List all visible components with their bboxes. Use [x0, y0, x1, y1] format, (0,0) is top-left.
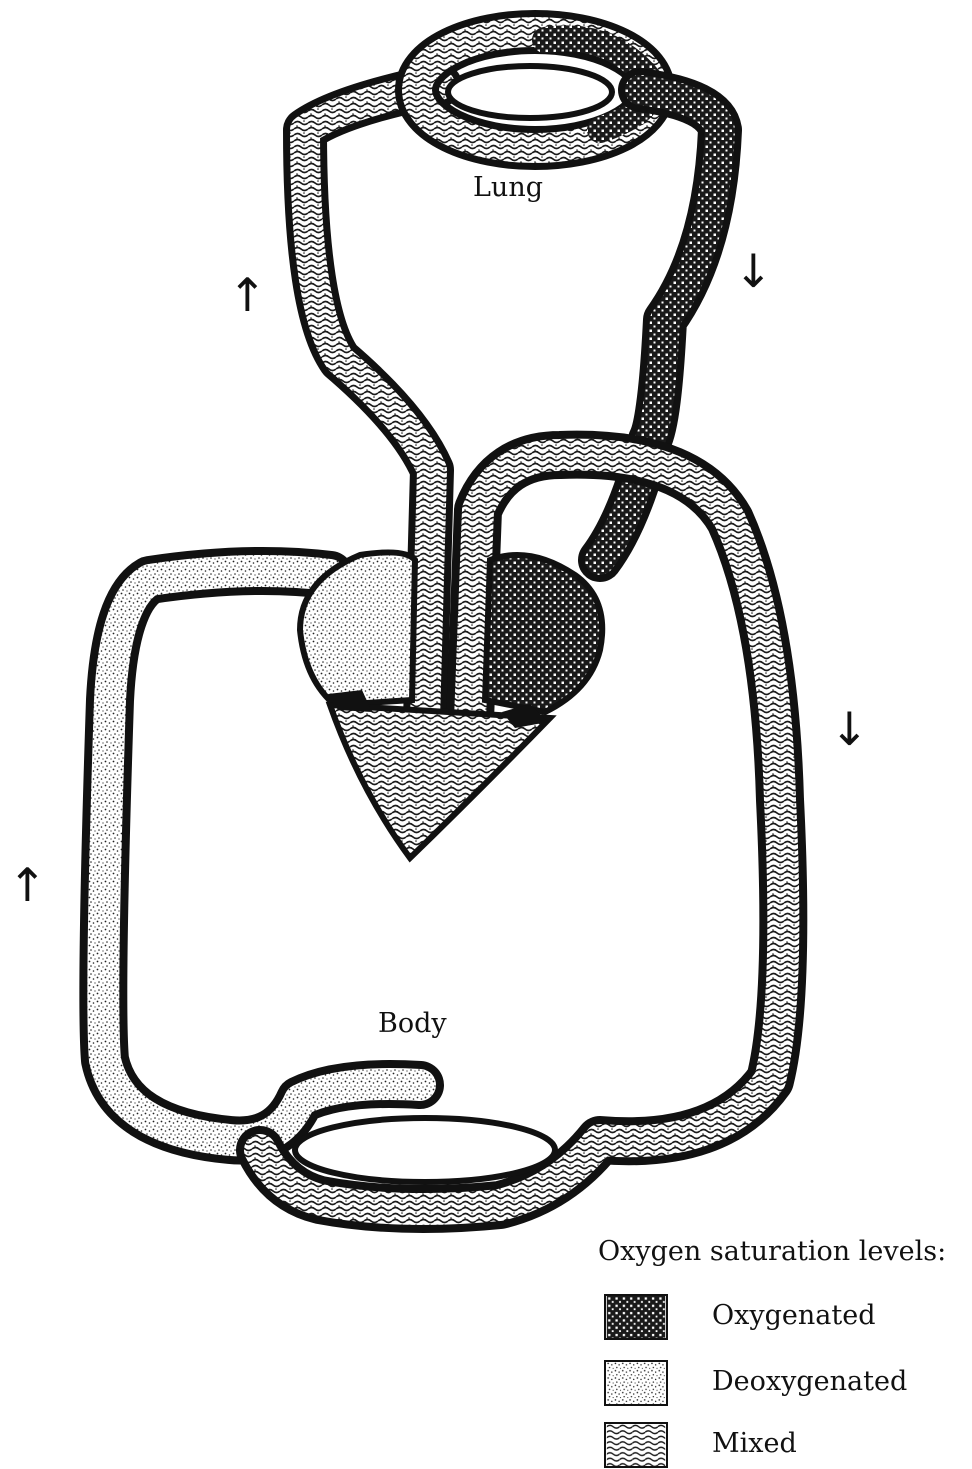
flow-down-arrow-icon: ↓ [830, 706, 869, 752]
flow-up-arrow-icon: ↑ [228, 272, 267, 318]
legend-item-deoxygenated: Deoxygenated [604, 1360, 964, 1406]
lung-label: Lung [473, 172, 543, 203]
deoxygenated-swatch [604, 1360, 668, 1406]
left-atrium [485, 555, 602, 712]
flow-down-arrow-icon: ↓ [734, 248, 773, 294]
legend-label: Mixed [712, 1428, 797, 1459]
legend-label: Oxygenated [712, 1300, 875, 1331]
oxygenated-swatch [604, 1294, 668, 1340]
body-capillary-bed [295, 1118, 555, 1182]
mixed-swatch [604, 1422, 668, 1468]
legend-item-oxygenated: Oxygenated [604, 1294, 964, 1340]
ventricle [330, 705, 550, 858]
flow-up-arrow-icon: ↑ [8, 862, 47, 908]
legend-title: Oxygen saturation levels: [598, 1236, 946, 1267]
body-label: Body [378, 1008, 447, 1039]
legend-item-mixed: Mixed [604, 1422, 964, 1468]
legend-label: Deoxygenated [712, 1366, 907, 1397]
